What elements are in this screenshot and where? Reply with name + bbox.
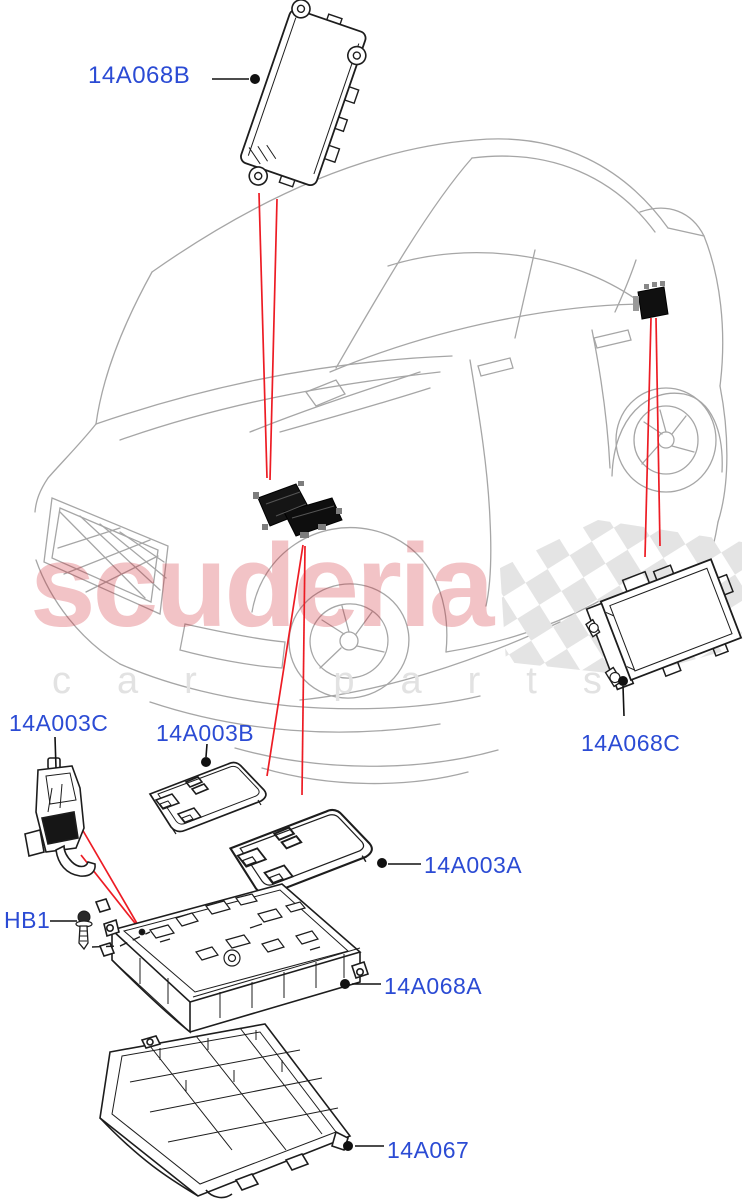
rear-quarter-module-location [633,281,669,320]
part-label-14A068B[interactable]: 14A068B [88,62,191,89]
part-drawing-14A067[interactable] [99,1023,352,1199]
cowl-modules-location [253,481,343,538]
leader-lines [50,74,628,1152]
part-label-14A003A[interactable]: 14A003A [424,852,523,878]
bolt-icon[interactable] [75,910,93,951]
part-drawing-14A003C[interactable] [24,757,96,877]
watermark-subtitle: car parts [52,660,648,702]
part-drawing-14A068C[interactable] [576,545,743,696]
bolt-reference-line [91,931,151,948]
part-label-HB1[interactable]: HB1 [4,907,51,933]
part-drawing-14A003A[interactable] [229,808,373,899]
part-label-14A003B[interactable]: 14A003B [156,720,255,746]
part-label-14A003C[interactable]: 14A003C [9,710,109,736]
part-drawing-14A003B[interactable] [149,761,267,835]
red-callout-lines [80,192,661,933]
watermark-brand: scuderia [30,520,494,652]
part-drawing-14A068B[interactable] [234,0,382,207]
part-label-14A067[interactable]: 14A067 [387,1137,470,1163]
part-drawing-14A068A[interactable] [94,883,370,1034]
part-label-14A068C[interactable]: 14A068C [581,730,681,756]
part-label-14A068A[interactable]: 14A068A [384,973,483,999]
car-body-lines [34,138,728,785]
